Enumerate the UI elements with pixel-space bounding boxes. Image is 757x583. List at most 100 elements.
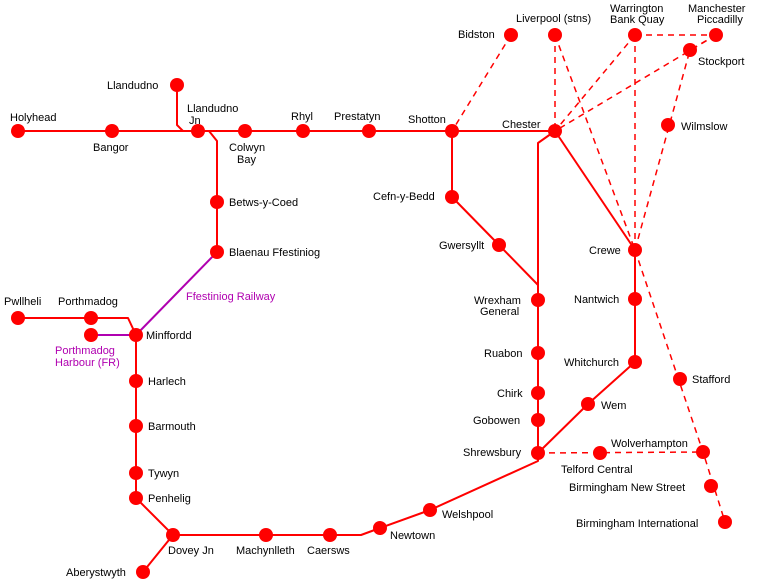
label-liverpool: Liverpool (stns) <box>516 13 591 25</box>
station-dot-llandudno-jn[interactable] <box>191 124 205 138</box>
label-wem: Wem <box>601 400 626 412</box>
station-dot-bangor[interactable] <box>105 124 119 138</box>
label-machynlleth: Machynlleth <box>236 545 295 557</box>
station-dot-dovey-jn[interactable] <box>166 528 180 542</box>
station-dot-crewe[interactable] <box>628 243 642 257</box>
label-chester: Chester <box>502 119 541 131</box>
label-birmingham-new-street: Birmingham New Street <box>569 482 685 494</box>
station-dot-prestatyn[interactable] <box>362 124 376 138</box>
route-stockport-crewe <box>634 34 717 251</box>
station-dot-pwllheli[interactable] <box>11 311 25 325</box>
route-chester-crewe <box>554 130 636 251</box>
solid-routes <box>18 85 636 573</box>
label-llandudno-jn-line1: Llandudno <box>187 103 238 115</box>
label-prestatyn: Prestatyn <box>334 111 380 123</box>
label-nantwich: Nantwich <box>574 294 619 306</box>
label-rhyl: Rhyl <box>291 111 313 123</box>
station-dot-chester[interactable] <box>548 124 562 138</box>
label-pwllheli: Pwllheli <box>4 296 41 308</box>
label-chirk: Chirk <box>497 388 523 400</box>
station-labels: Holyhead Bangor Llandudno Llandudno Jn C… <box>4 3 749 579</box>
station-dot-stafford[interactable] <box>673 372 687 386</box>
label-wrexham-general-line1: Wrexham <box>474 295 521 307</box>
label-minffordd: Minffordd <box>146 330 192 342</box>
station-dot-barmouth[interactable] <box>129 419 143 433</box>
heritage-routes <box>91 251 218 336</box>
station-dot-llandudno[interactable] <box>170 78 184 92</box>
station-dot-whitchurch[interactable] <box>628 355 642 369</box>
station-dot-porthmadog-harbour[interactable] <box>84 328 98 342</box>
station-dot-welshpool[interactable] <box>423 503 437 517</box>
station-dot-manchester[interactable] <box>709 28 723 42</box>
label-manchester-line1: Manchester <box>688 3 746 15</box>
label-stockport: Stockport <box>698 56 744 68</box>
station-dot-shotton[interactable] <box>445 124 459 138</box>
label-newtown: Newtown <box>390 530 435 542</box>
label-warrington-line2: Bank Quay <box>610 14 665 26</box>
station-dot-tywyn[interactable] <box>129 466 143 480</box>
station-dot-holyhead[interactable] <box>11 124 25 138</box>
station-dot-harlech[interactable] <box>129 374 143 388</box>
station-dot-minffordd[interactable] <box>129 328 143 342</box>
station-dot-gobowen[interactable] <box>531 413 545 427</box>
label-crewe: Crewe <box>589 245 621 257</box>
station-dot-rhyl[interactable] <box>296 124 310 138</box>
label-wrexham-general-line2: General <box>480 306 519 318</box>
label-wolverhampton: Wolverhampton <box>611 438 688 450</box>
station-dot-stockport[interactable] <box>683 43 697 57</box>
station-dot-ruabon[interactable] <box>531 346 545 360</box>
label-warrington: Warrington Bank Quay <box>610 3 666 26</box>
label-gwersyllt: Gwersyllt <box>439 240 484 252</box>
station-dot-blaenau-ffestiniog[interactable] <box>210 245 224 259</box>
label-porthmadog: Porthmadog <box>58 296 118 308</box>
label-gobowen: Gobowen <box>473 415 520 427</box>
station-dot-shrewsbury[interactable] <box>531 446 545 460</box>
route-shrewsbury-wolverhampton <box>537 451 704 454</box>
label-porthmadog-harbour-line1: Porthmadog <box>55 345 115 357</box>
station-dot-wilmslow[interactable] <box>661 118 675 132</box>
label-welshpool: Welshpool <box>442 509 493 521</box>
label-betws-y-coed: Betws-y-Coed <box>229 197 298 209</box>
label-stafford: Stafford <box>692 374 730 386</box>
route-chester-shrewsbury <box>537 130 556 453</box>
route-bidston-shotton <box>451 34 512 132</box>
station-dot-nantwich[interactable] <box>628 292 642 306</box>
label-llandudno-jn: Llandudno Jn <box>187 103 241 127</box>
station-dot-porthmadog[interactable] <box>84 311 98 325</box>
station-dot-warrington[interactable] <box>628 28 642 42</box>
station-dot-gwersyllt[interactable] <box>492 238 506 252</box>
station-dot-wem[interactable] <box>581 397 595 411</box>
label-llandudno-jn-line2: Jn <box>189 115 201 127</box>
station-dots <box>11 28 732 579</box>
label-bidston: Bidston <box>458 29 495 41</box>
route-crewe-shrewsbury <box>537 250 636 454</box>
station-dot-cefn-y-bedd[interactable] <box>445 190 459 204</box>
station-dot-telford-central[interactable] <box>593 446 607 460</box>
station-dot-machynlleth[interactable] <box>259 528 273 542</box>
station-dot-birmingham-new-street[interactable] <box>704 479 718 493</box>
station-dot-betws-y-coed[interactable] <box>210 195 224 209</box>
station-dot-caersws[interactable] <box>323 528 337 542</box>
station-dot-newtown[interactable] <box>373 521 387 535</box>
station-dot-penhelig[interactable] <box>129 491 143 505</box>
station-dot-chirk[interactable] <box>531 386 545 400</box>
label-holyhead: Holyhead <box>10 112 56 124</box>
route-warrington-chester <box>554 34 636 132</box>
label-whitchurch: Whitchurch <box>564 357 619 369</box>
station-dot-liverpool[interactable] <box>548 28 562 42</box>
label-wilmslow: Wilmslow <box>681 121 727 133</box>
label-blaenau-ffestiniog: Blaenau Ffestiniog <box>229 247 320 259</box>
station-dot-birmingham-international[interactable] <box>718 515 732 529</box>
station-dot-wolverhampton[interactable] <box>696 445 710 459</box>
station-dot-colwyn-bay[interactable] <box>238 124 252 138</box>
label-dovey-jn: Dovey Jn <box>168 545 214 557</box>
station-dot-aberystwyth[interactable] <box>136 565 150 579</box>
station-dot-wrexham-general[interactable] <box>531 293 545 307</box>
label-birmingham-international: Birmingham International <box>576 518 698 530</box>
station-dot-bidston[interactable] <box>504 28 518 42</box>
label-manchester: Manchester Piccadilly <box>688 3 749 26</box>
label-barmouth: Barmouth <box>148 421 196 433</box>
label-harlech: Harlech <box>148 376 186 388</box>
